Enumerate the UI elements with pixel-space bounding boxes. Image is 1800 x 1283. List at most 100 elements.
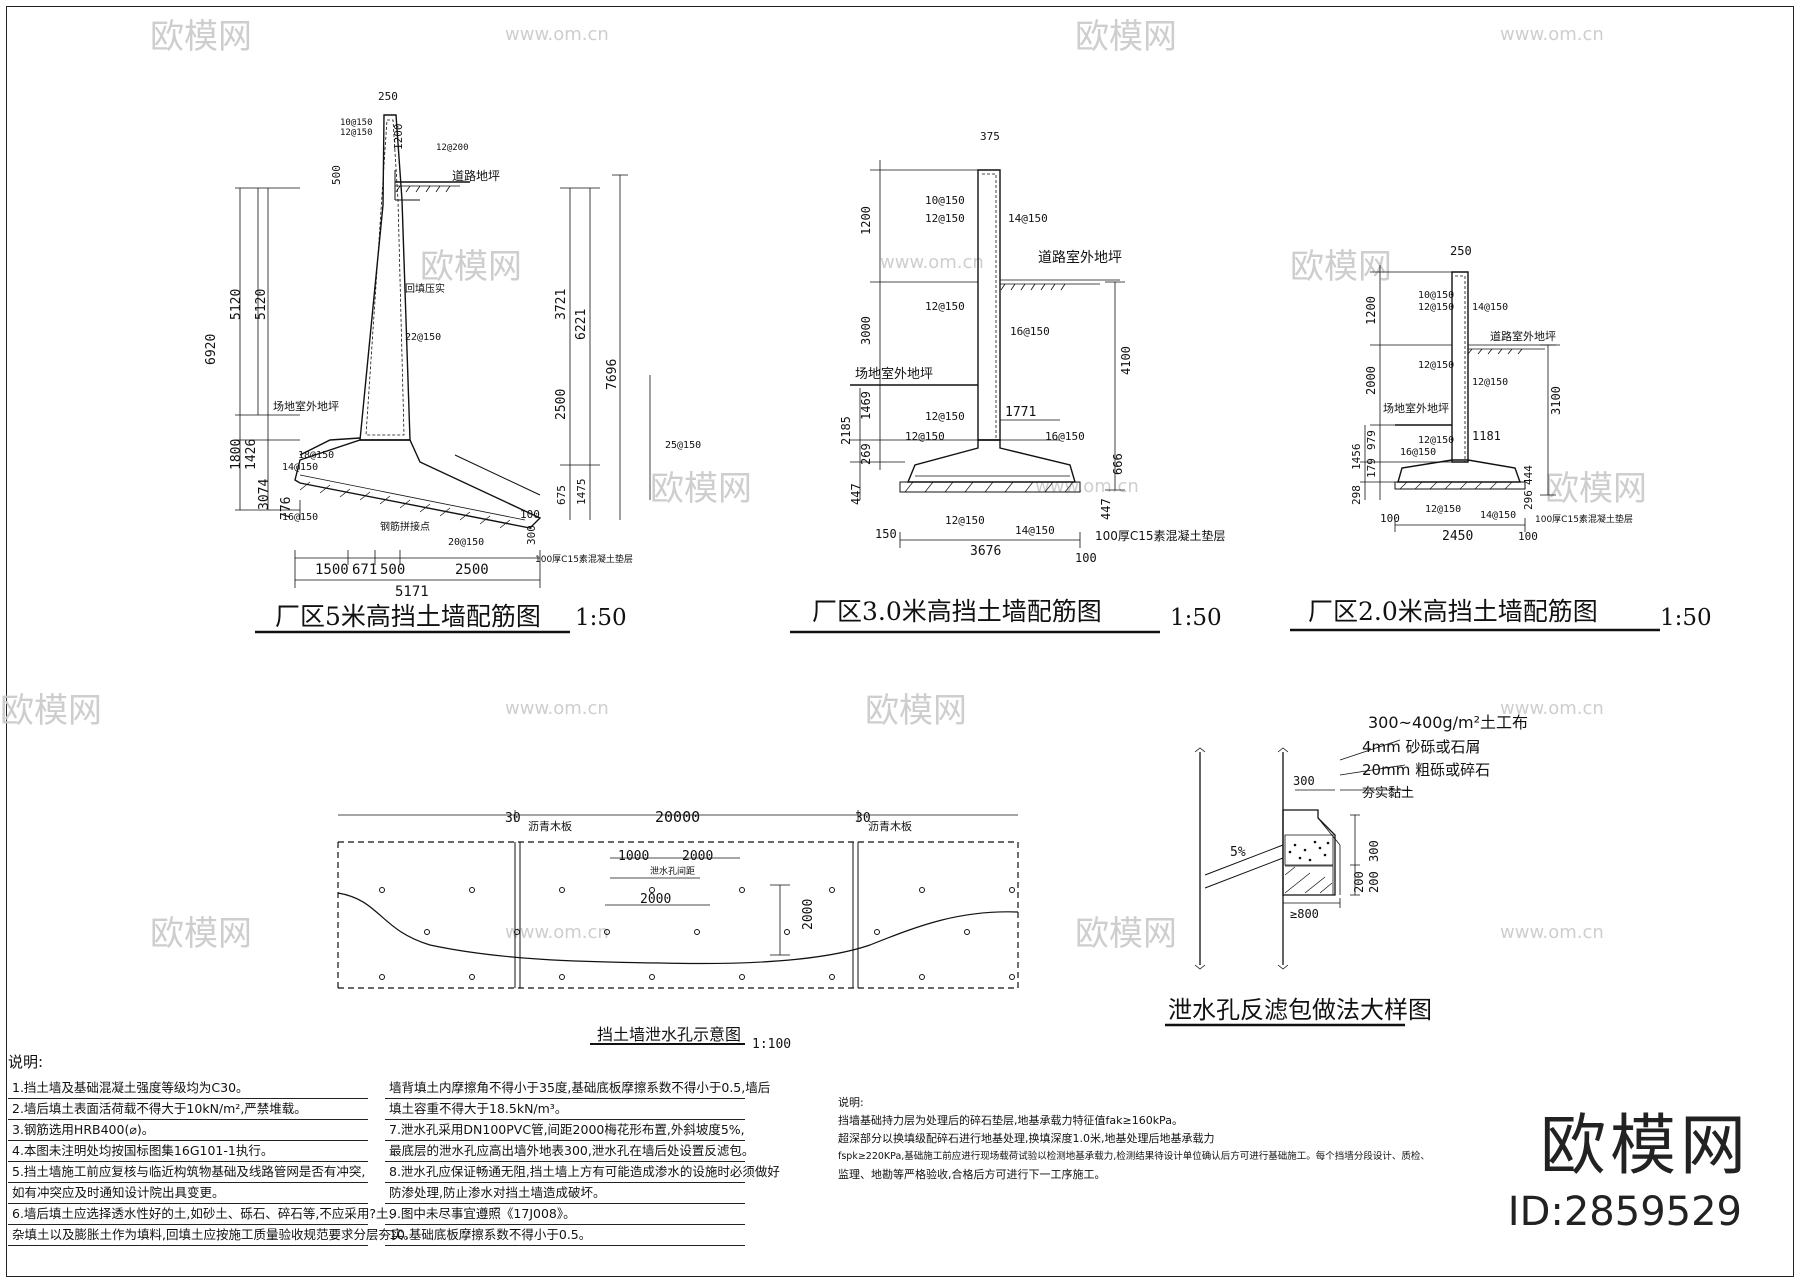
label-text: 20@150 (448, 537, 484, 548)
dim-text: 447 (849, 483, 863, 505)
dim-text: 3074 (257, 479, 272, 510)
dim-text: 5171 (395, 584, 429, 600)
drawing-scale: 1:100 (752, 1037, 791, 1052)
label-text: 100厚C15素混凝土垫层 (1535, 513, 1633, 525)
weep-hole (379, 887, 385, 893)
notes-right-heading: 说明: (838, 1096, 864, 1109)
dim-text: 1200 (859, 206, 873, 235)
dim-text: 30 (505, 811, 521, 826)
weep-hole (649, 887, 655, 893)
note-item: 墙背填土内摩擦角不得小于35度,基础底板摩擦系数不得小于0.5,墙后 (385, 1078, 770, 1099)
label-text: 100厚C15素混凝土垫层 (535, 553, 633, 565)
weep-hole (739, 974, 745, 980)
watermark-brand: 欧模网 (420, 247, 522, 287)
dim-text: 979 (1365, 430, 1378, 450)
dim-text: 300 (1293, 774, 1315, 788)
dim-text: 444 (1522, 465, 1535, 485)
drawing-filter-detail (1165, 739, 1410, 1027)
label-text: 道路室外地坪 (1038, 249, 1122, 266)
weep-hole (784, 929, 790, 935)
dim-text: 2000 (640, 892, 671, 907)
label-text: 14@150 (1480, 510, 1516, 521)
wall-stem (977, 169, 1001, 441)
label-text: 100厚C15素混凝土垫层 (1095, 528, 1226, 543)
dim-text: 100 (1380, 512, 1400, 525)
notes-right: 说明: 挡墙基础持力层为处理后的碎石垫层,地基承载力特征值fak≥160kPa。… (838, 1094, 1430, 1184)
dim-text: 3721 (554, 289, 569, 320)
label-text: 16@150 (282, 512, 318, 523)
watermark-layer: 欧模网 欧模网 欧模网 欧模网 欧模网 欧模网 欧模网 欧模网 欧模网 欧模网 … (0, 17, 1647, 954)
dim-text: 100 (1518, 530, 1538, 543)
drawing-3m-wall (790, 160, 1160, 634)
brand-logo-text: 欧模网 (1540, 1107, 1750, 1184)
note-item: 填土容重不得大于18.5kN/m³。 (385, 1099, 745, 1120)
dim-text: 20000 (655, 808, 700, 826)
watermark-brand: 欧模网 (150, 914, 252, 954)
dim-text: 1800 (229, 439, 244, 470)
dim-text: 150 (875, 527, 897, 541)
dim-text: 375 (980, 130, 1000, 143)
note-item: 最底层的泄水孔应高出墙外地表300,泄水孔在墙后处设置反滤包。 (385, 1141, 754, 1162)
weep-hole (919, 974, 925, 980)
dim-text: 6221 (574, 309, 589, 340)
label-text: 12@150 (925, 300, 965, 313)
dim-text: 776 (279, 497, 294, 520)
drawing-2m-wall (1290, 265, 1660, 632)
dim-text: 5120 (229, 289, 244, 320)
watermark-site: www.om.cn (880, 252, 984, 273)
weep-hole (829, 974, 835, 980)
label-text: 道路地坪 (452, 168, 500, 183)
label-text: 25@150 (665, 440, 701, 451)
watermark-brand: 欧模网 (650, 469, 752, 509)
weep-hole (739, 887, 745, 893)
note-item: 1.挡土墙及基础混凝土强度等级均为C30。 (8, 1078, 368, 1099)
dim-text: 3000 (859, 316, 873, 345)
watermark-site: www.om.cn (1500, 922, 1604, 943)
drawing-frame (6, 6, 1794, 1277)
notes-mid-list: 墙背填土内摩擦角不得小于35度,基础底板摩擦系数不得小于0.5,墙后 填土容重不… (385, 1078, 780, 1246)
dim-text: 5% (1230, 845, 1246, 860)
label-text: 12@150 (925, 212, 965, 225)
drawing-2m-texts: 250 1200 2000 3100 1456 179 979 298 1181… (1308, 244, 1712, 631)
dim-text: 2500 (554, 389, 569, 420)
label-text: 14@150 (1015, 524, 1055, 537)
notes-heading-text: 说明: (8, 1053, 44, 1071)
label-text: 18@150 (298, 450, 334, 461)
drawing-scale: 1:50 (1660, 605, 1712, 631)
weep-hole (469, 887, 475, 893)
drawing-title: 厂区5米高挡土墙配筋图 (275, 602, 541, 631)
watermark-site: www.om.cn (505, 698, 609, 719)
dim-text: 666 (1111, 453, 1125, 475)
brand-id-text: ID:2859529 (1507, 1189, 1742, 1235)
label-text: 12@150 (1472, 377, 1508, 388)
note-item: 超深部分以换填级配碎石进行地基处理,换填深度1.0米,地基处理后地基承载力 (838, 1132, 1215, 1145)
drawing-filter-texts: 300 300 200 200 ≥800 5% 300~400g/m²土工布 4… (1168, 713, 1528, 1024)
label-text: 12@150 (1425, 504, 1461, 515)
weep-hole (964, 929, 970, 935)
wall-footing (294, 439, 542, 529)
dim-text: 30 (855, 811, 871, 826)
note-item: 防渗处理,防止渗水对挡土墙造成破坏。 (385, 1183, 745, 1204)
note-item: 如有冲突应及时通知设计院出具变更。 (8, 1183, 368, 1204)
note-item: 4.本图未注明处均按国标图集16G101-1执行。 (8, 1141, 368, 1162)
label-text: 12@150 (1418, 435, 1454, 446)
label-text: 回填压实 (405, 282, 445, 295)
weep-hole (919, 887, 925, 893)
note-item: 6.墙后填土应选择透水性好的土,如砂土、砾石、碎石等,不应采用?土、 (8, 1204, 401, 1225)
dim-text: 1181 (1472, 429, 1501, 443)
label-text: 10@150 (340, 118, 373, 128)
note-item: 8.泄水孔应保证畅通无阻,挡土墙上方有可能造成渗水的设施时必须做好 (385, 1162, 780, 1183)
note-item: 10.基础底板摩擦系数不得小于0.5。 (385, 1225, 745, 1246)
watermark-site: www.om.cn (1035, 476, 1139, 497)
dim-text: 3676 (970, 544, 1001, 559)
dim-text: 100 (520, 508, 540, 521)
label-text: 钢筋拼接点 (380, 520, 430, 533)
weep-hole (1009, 974, 1015, 980)
ground-profile (337, 892, 1019, 965)
dim-text: 300 (525, 525, 538, 545)
filter-gravel (1282, 809, 1336, 896)
label-text: 16@150 (1400, 447, 1436, 458)
label-text: 10@150 (1418, 290, 1454, 301)
drawing-weephole-texts: 30 20000 30 1000 2000 2000 2000 沥青木板 沥青木… (505, 808, 912, 1052)
